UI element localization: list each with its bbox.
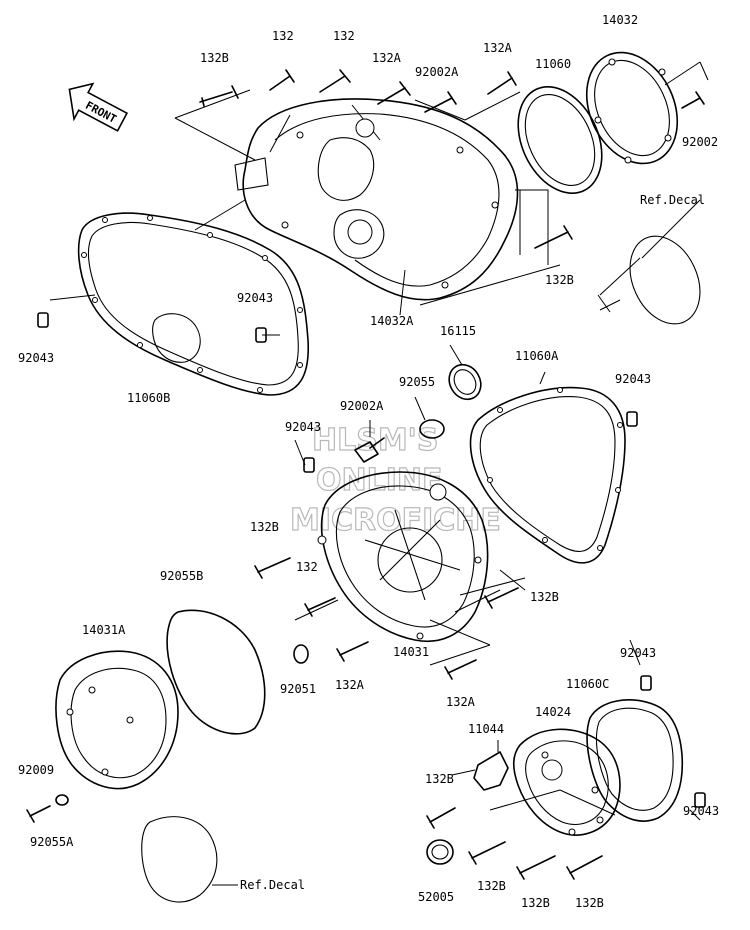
part-label-l09: 92002: [682, 135, 718, 149]
bolt-92009: [26, 805, 51, 823]
gasket-11060: [517, 85, 603, 195]
part-label-l11: 132B: [545, 273, 574, 287]
o-ring-92055: [419, 419, 445, 439]
o-ring-92055A: [55, 794, 69, 806]
part-label-l36: 92009: [18, 763, 54, 777]
watermark-line-1: HLSM'S: [312, 423, 438, 458]
cover-14031: [317, 471, 489, 642]
gasket-11060C: [586, 699, 684, 822]
part-labels: 132B 132 132 132A 92002A 132A 11060 14032 92002R…: [18, 13, 719, 910]
part-label-l42: 132B: [521, 896, 550, 910]
front-arrow-icon: FRONT: [68, 82, 129, 132]
part-label-l21: 92043: [285, 420, 321, 434]
watermark-line-2: ONLINE: [316, 463, 443, 498]
cover-14032: [585, 51, 679, 165]
cover-14031A: [55, 650, 179, 790]
part-label-l24: 132: [296, 560, 318, 574]
part-label-l12: 14032A: [370, 314, 414, 328]
bolts-middle: [254, 557, 519, 680]
part-label-l16: 16115: [440, 324, 476, 338]
part-label-l03: 132: [333, 29, 355, 43]
part-label-l04: 132A: [372, 51, 402, 65]
part-label-l22: 132B: [250, 520, 279, 534]
gasket-11060A: [469, 386, 626, 564]
oil-cap-16115: [448, 363, 482, 401]
part-label-l08: 14032: [602, 13, 638, 27]
part-label-l31: 92043: [620, 646, 656, 660]
part-label-l29: 14031: [393, 645, 429, 659]
part-label-l35: 132B: [425, 772, 454, 786]
left-cover-14032A: [234, 98, 519, 301]
part-label-l27: 92051: [280, 682, 316, 696]
part-label-l15: 11060B: [127, 391, 170, 405]
washer-92051: [293, 644, 309, 664]
part-label-l01: 132B: [200, 51, 229, 65]
part-11044: [473, 751, 509, 791]
part-label-l43: 132B: [575, 896, 604, 910]
part-label-l39: Ref.Decal: [240, 878, 305, 892]
part-label-l33: 14024: [535, 705, 571, 719]
part-label-l05: 92002A: [415, 65, 459, 79]
part-label-l18: 92055: [399, 375, 435, 389]
part-label-l41: 132B: [477, 879, 506, 893]
part-label-l06: 132A: [483, 41, 513, 55]
part-label-l28: 132A: [335, 678, 365, 692]
bolts-top: [199, 69, 705, 249]
part-label-l20: 92002A: [340, 399, 384, 413]
bolts-bottom: [426, 807, 603, 880]
part-label-l23: 92055B: [160, 569, 203, 583]
part-label-l38: 92055A: [30, 835, 74, 849]
part-label-l02: 132: [272, 29, 294, 43]
dowels: [37, 312, 706, 808]
gasket-11060B: [77, 212, 310, 396]
bolt-92002A: [354, 437, 385, 463]
part-label-l13: 92043: [237, 291, 273, 305]
part-label-l32: 11060C: [566, 677, 609, 691]
part-label-l19: 92043: [615, 372, 651, 386]
part-label-l07: 11060: [535, 57, 571, 71]
part-label-l37: 92043: [683, 804, 719, 818]
part-label-l14: 92043: [18, 351, 54, 365]
seal-52005: [426, 839, 454, 865]
part-label-l26: 14031A: [82, 623, 126, 637]
part-label-l17: 11060A: [515, 349, 559, 363]
ref-decal-top: [629, 235, 701, 325]
ref-decal-bottom: [141, 816, 218, 903]
part-label-l34: 11044: [468, 722, 504, 736]
part-label-l10: Ref.Decal: [640, 193, 705, 207]
cover-14024: [512, 728, 621, 836]
part-label-l40: 52005: [418, 890, 454, 904]
gasket-92055B: [166, 609, 266, 735]
part-label-l25: 132B: [530, 590, 559, 604]
seal-52005-inner: [431, 844, 449, 860]
part-label-l30: 132A: [446, 695, 476, 709]
